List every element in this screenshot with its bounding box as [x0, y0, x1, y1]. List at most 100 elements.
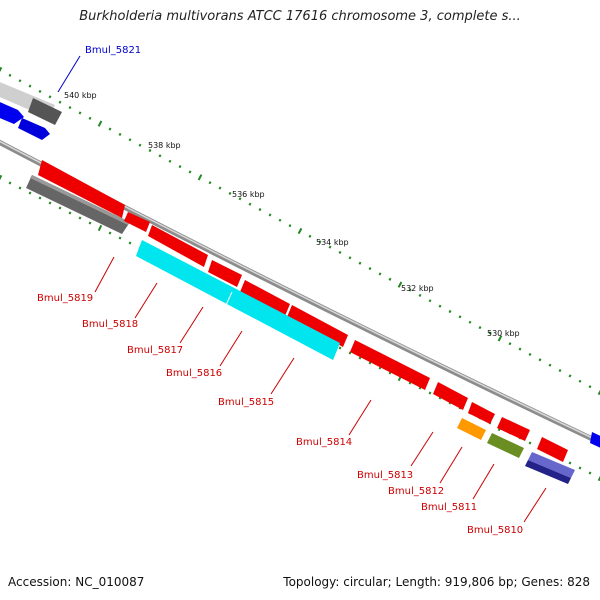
gene-bmul-5814[interactable]	[350, 340, 430, 390]
minor-tick	[248, 202, 252, 206]
minor-tick	[178, 165, 182, 169]
minor-tick	[378, 272, 382, 276]
gene-label-bmul-5818[interactable]: Bmul_5818	[82, 319, 138, 330]
minor-tick	[38, 89, 42, 93]
olive-gene[interactable]	[487, 433, 524, 458]
minor-tick	[468, 320, 472, 324]
minor-tick	[488, 331, 492, 335]
major-tick	[0, 174, 3, 181]
minor-tick	[148, 148, 152, 153]
minor-tick	[88, 221, 92, 225]
minor-tick	[588, 385, 592, 389]
blue-gene-right[interactable]	[590, 432, 600, 450]
cyan-gene[interactable]	[136, 240, 340, 360]
minor-tick	[588, 471, 592, 475]
minor-tick	[578, 379, 582, 383]
gene-label-bmul-5815[interactable]: Bmul_5815	[218, 397, 274, 408]
gene-bmul-5816[interactable]	[208, 260, 242, 287]
minor-tick	[78, 216, 82, 220]
gene-label-bmul-5812[interactable]: Bmul_5812	[388, 486, 444, 497]
navy-gene-lower[interactable]	[525, 460, 571, 484]
orange-gene[interactable]	[457, 418, 486, 440]
minor-tick	[528, 441, 532, 445]
gene-bmul-5815[interactable]	[240, 280, 290, 316]
minor-tick	[28, 191, 32, 195]
scale-label-538: 538 kbp	[148, 141, 181, 150]
gene-label-bmul-5817[interactable]: Bmul_5817	[127, 345, 183, 356]
gene-bmul-5818[interactable]	[124, 212, 150, 232]
minor-tick	[338, 346, 342, 350]
major-tick	[0, 66, 3, 73]
gene-label-bmul-5819[interactable]: Bmul_5819	[37, 293, 93, 304]
major-tick	[597, 475, 600, 482]
minor-tick	[308, 234, 312, 238]
minor-tick	[118, 236, 122, 240]
minor-tick	[228, 191, 232, 195]
navy-gene-upper[interactable]	[528, 452, 575, 478]
scale-label-540: 540 kbp	[64, 91, 97, 100]
gene-bmul-5821[interactable]	[0, 100, 50, 140]
minor-tick	[58, 100, 62, 104]
major-tick	[397, 281, 403, 288]
gene-label-bmul-5814[interactable]: Bmul_5814	[296, 437, 352, 448]
minor-tick	[568, 374, 572, 378]
minor-tick	[358, 261, 362, 265]
gene-bmul-5819[interactable]	[38, 160, 125, 218]
gene-bmul-5813[interactable]	[433, 382, 468, 410]
callout-lines	[57, 55, 547, 523]
major-tick	[97, 224, 103, 232]
gene-bmul-5810[interactable]	[537, 437, 568, 462]
minor-tick	[278, 218, 282, 222]
minor-tick	[258, 208, 262, 212]
gene-bmul-5812[interactable]	[468, 402, 495, 424]
topology-text: Topology: circular; Length: 919,806 bp; …	[283, 575, 590, 589]
minor-tick	[128, 138, 132, 142]
minor-tick	[268, 213, 272, 217]
minor-tick	[188, 170, 192, 174]
genome-backbone-highlight	[0, 140, 600, 443]
gene-bmul-5817[interactable]	[148, 225, 208, 267]
minor-tick	[508, 342, 512, 346]
minor-tick	[558, 369, 562, 373]
minor-tick	[8, 181, 12, 185]
minor-tick	[358, 356, 362, 360]
minor-tick	[338, 250, 342, 254]
minor-tick	[348, 256, 352, 260]
minor-tick	[448, 309, 452, 314]
map-title: Burkholderia multivorans ATCC 17616 chro…	[79, 9, 521, 24]
minor-tick	[318, 240, 322, 244]
gene-bmul-5811[interactable]	[497, 417, 530, 441]
scale-label-530: 530 kbp	[487, 329, 520, 338]
accession-text: Accession: NC_010087	[8, 575, 145, 589]
minor-tick	[288, 224, 292, 228]
minor-tick	[348, 351, 352, 355]
gene-label-bmul-5810[interactable]: Bmul_5810	[467, 525, 523, 536]
gene-bmul-5815b[interactable]	[287, 305, 348, 347]
minor-tick	[18, 186, 22, 190]
minor-tick	[328, 245, 332, 249]
minor-tick	[538, 358, 542, 362]
gene-label-bmul-5821[interactable]: Bmul_5821	[85, 45, 141, 56]
minor-tick	[158, 154, 162, 158]
scale-label-532: 532 kbp	[401, 284, 434, 293]
gene-label-bmul-5811[interactable]: Bmul_5811	[421, 502, 477, 513]
gene-label-bmul-5816[interactable]: Bmul_5816	[166, 368, 222, 379]
minor-tick	[428, 391, 432, 395]
minor-tick	[428, 299, 432, 303]
minor-tick	[138, 143, 142, 147]
minor-tick	[28, 84, 32, 88]
major-tick	[497, 335, 503, 342]
minor-tick	[68, 211, 72, 215]
minor-tick	[438, 304, 442, 308]
minor-tick	[208, 181, 212, 185]
gene-label-bmul-5813[interactable]: Bmul_5813	[357, 470, 413, 481]
minor-tick	[518, 347, 522, 351]
major-tick	[297, 227, 303, 235]
minor-tick	[128, 241, 132, 245]
minor-tick	[458, 315, 462, 319]
minor-tick	[108, 127, 112, 131]
minor-tick	[38, 196, 42, 200]
minor-tick	[8, 73, 12, 77]
minor-tick	[48, 95, 52, 99]
